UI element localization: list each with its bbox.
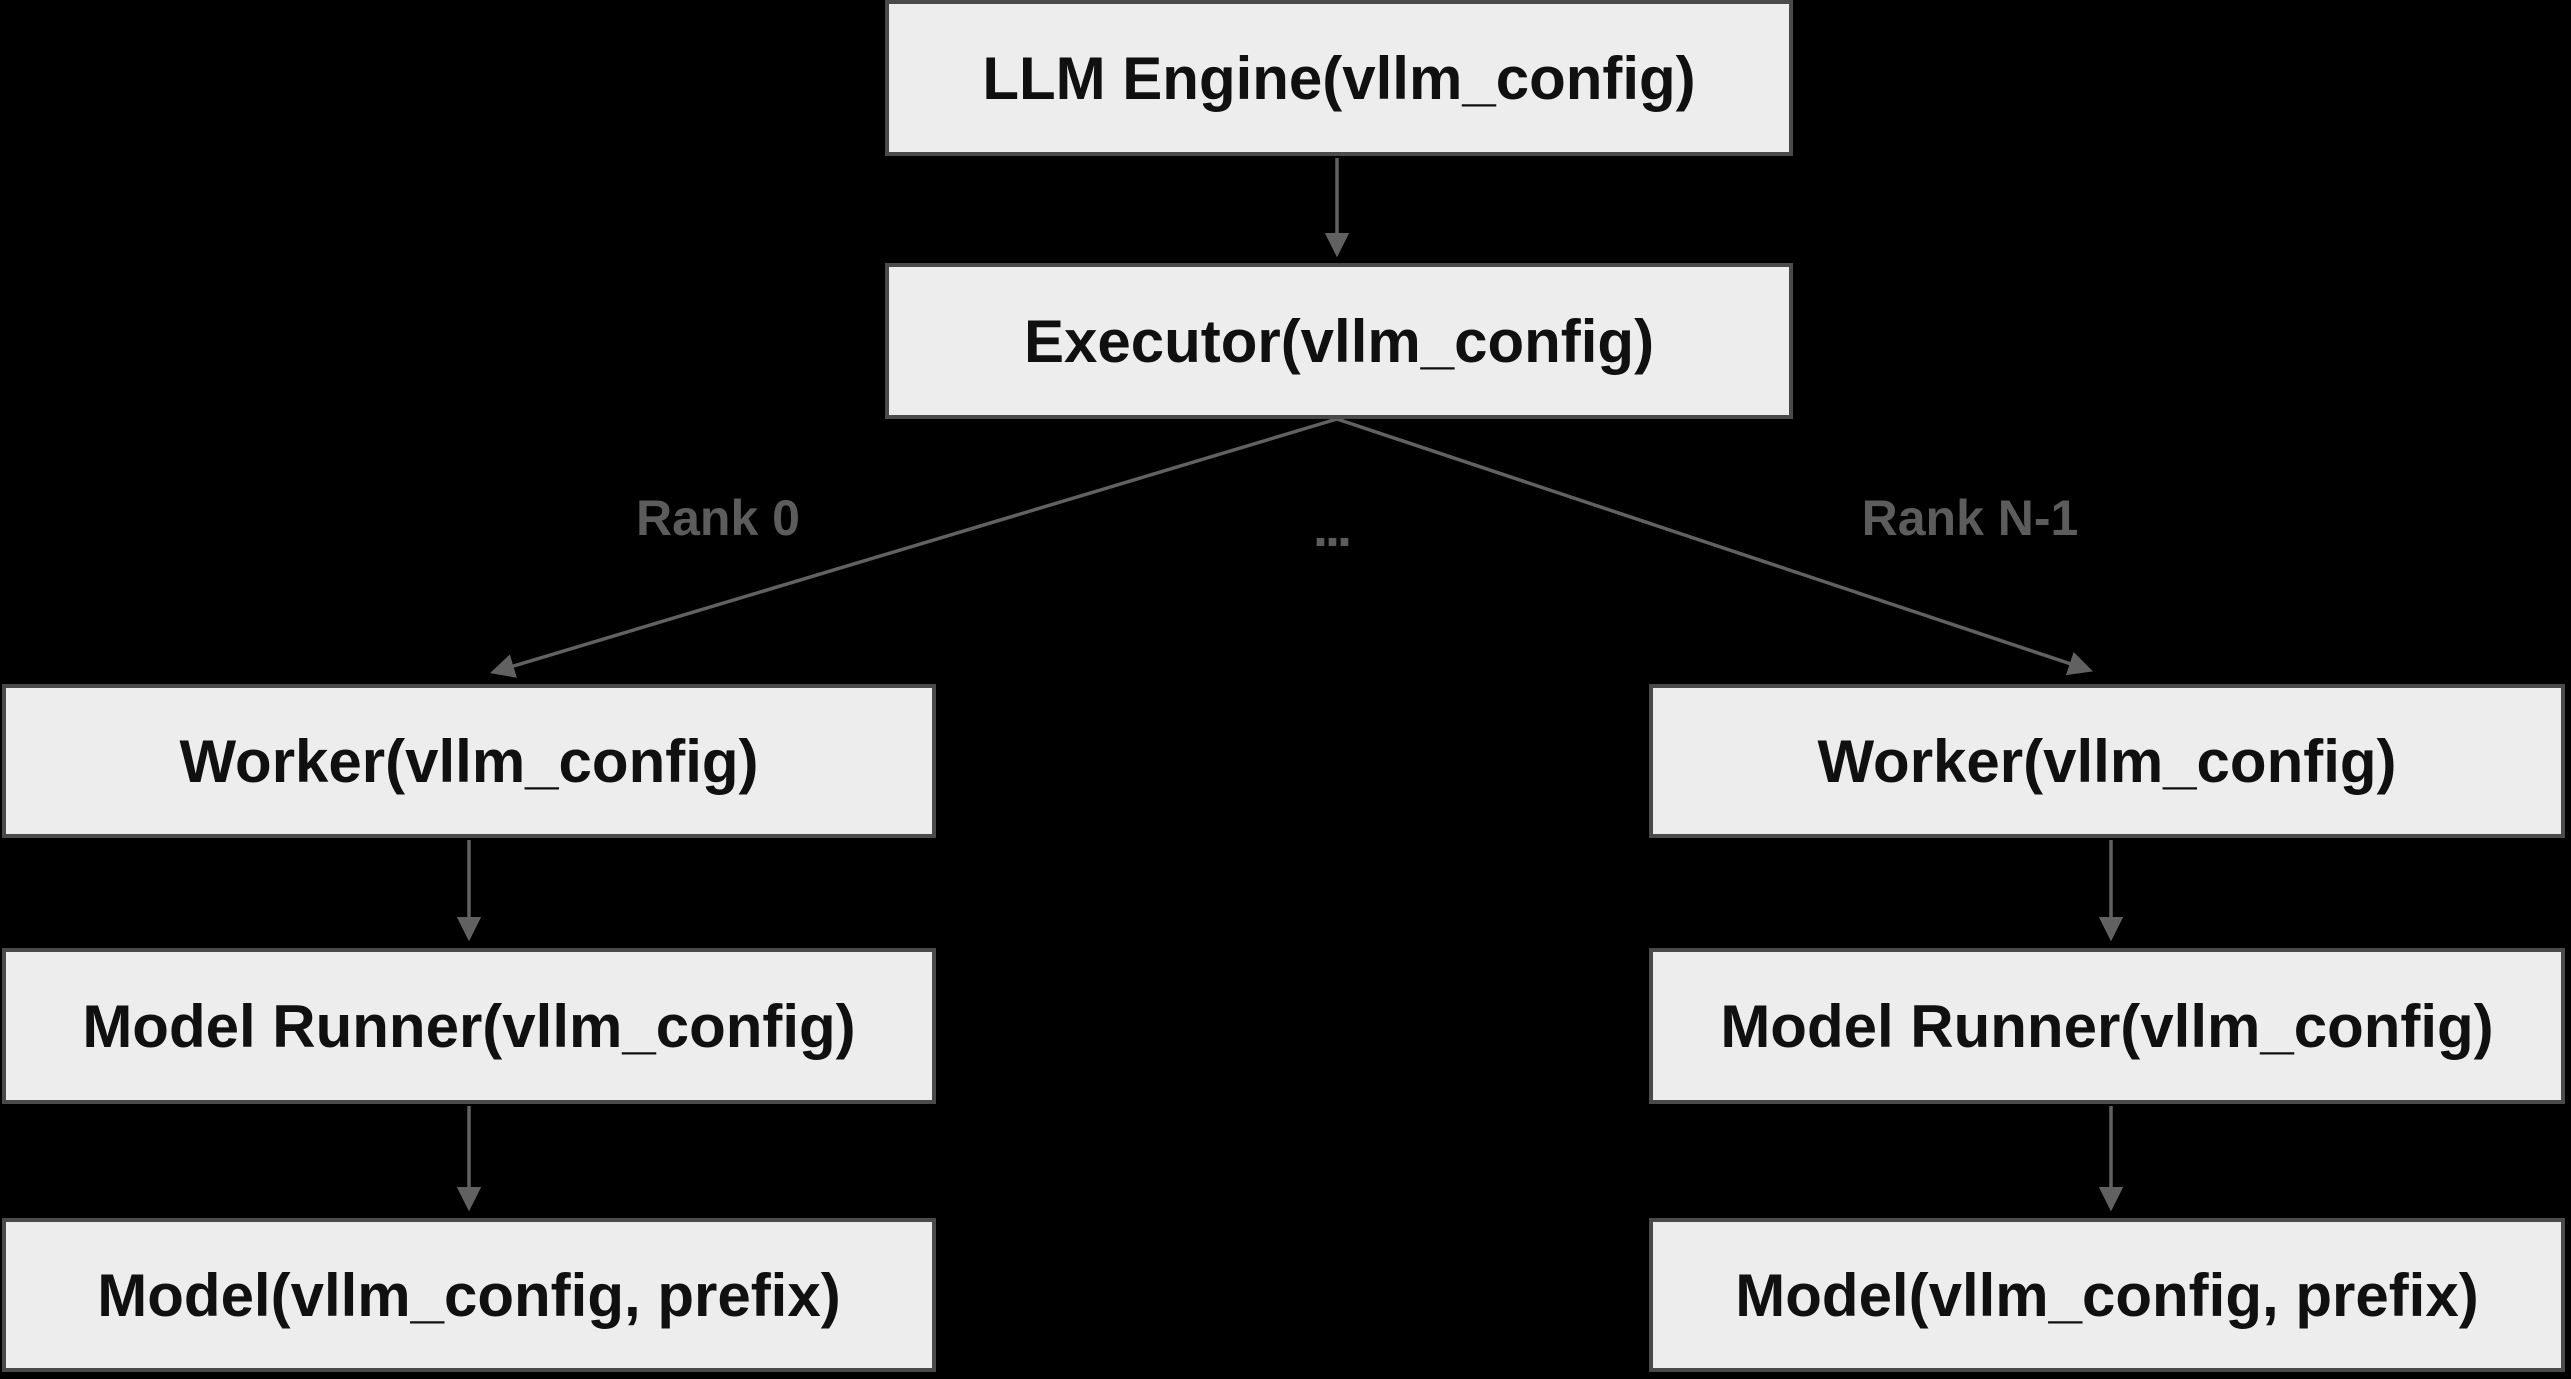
node-model-runner-rankn: Model Runner(vllm_config) bbox=[1649, 948, 2565, 1104]
node-worker-rankn: Worker(vllm_config) bbox=[1649, 684, 2565, 838]
node-worker-rank0: Worker(vllm_config) bbox=[2, 684, 936, 838]
node-executor: Executor(vllm_config) bbox=[885, 263, 1793, 419]
edge-label-ellipsis: ... bbox=[1312, 498, 1352, 558]
edge-label-rank-n-1: Rank N-1 bbox=[1861, 490, 2079, 546]
edge-executor-to-worker-left bbox=[489, 417, 1338, 678]
node-model-runner-rank0: Model Runner(vllm_config) bbox=[2, 948, 936, 1104]
node-model-rank0: Model(vllm_config, prefix) bbox=[2, 1218, 936, 1372]
node-model-rankn: Model(vllm_config, prefix) bbox=[1649, 1218, 2565, 1372]
edge-label-rank-0: Rank 0 bbox=[636, 490, 800, 546]
node-llm-engine: LLM Engine(vllm_config) bbox=[885, 0, 1793, 156]
